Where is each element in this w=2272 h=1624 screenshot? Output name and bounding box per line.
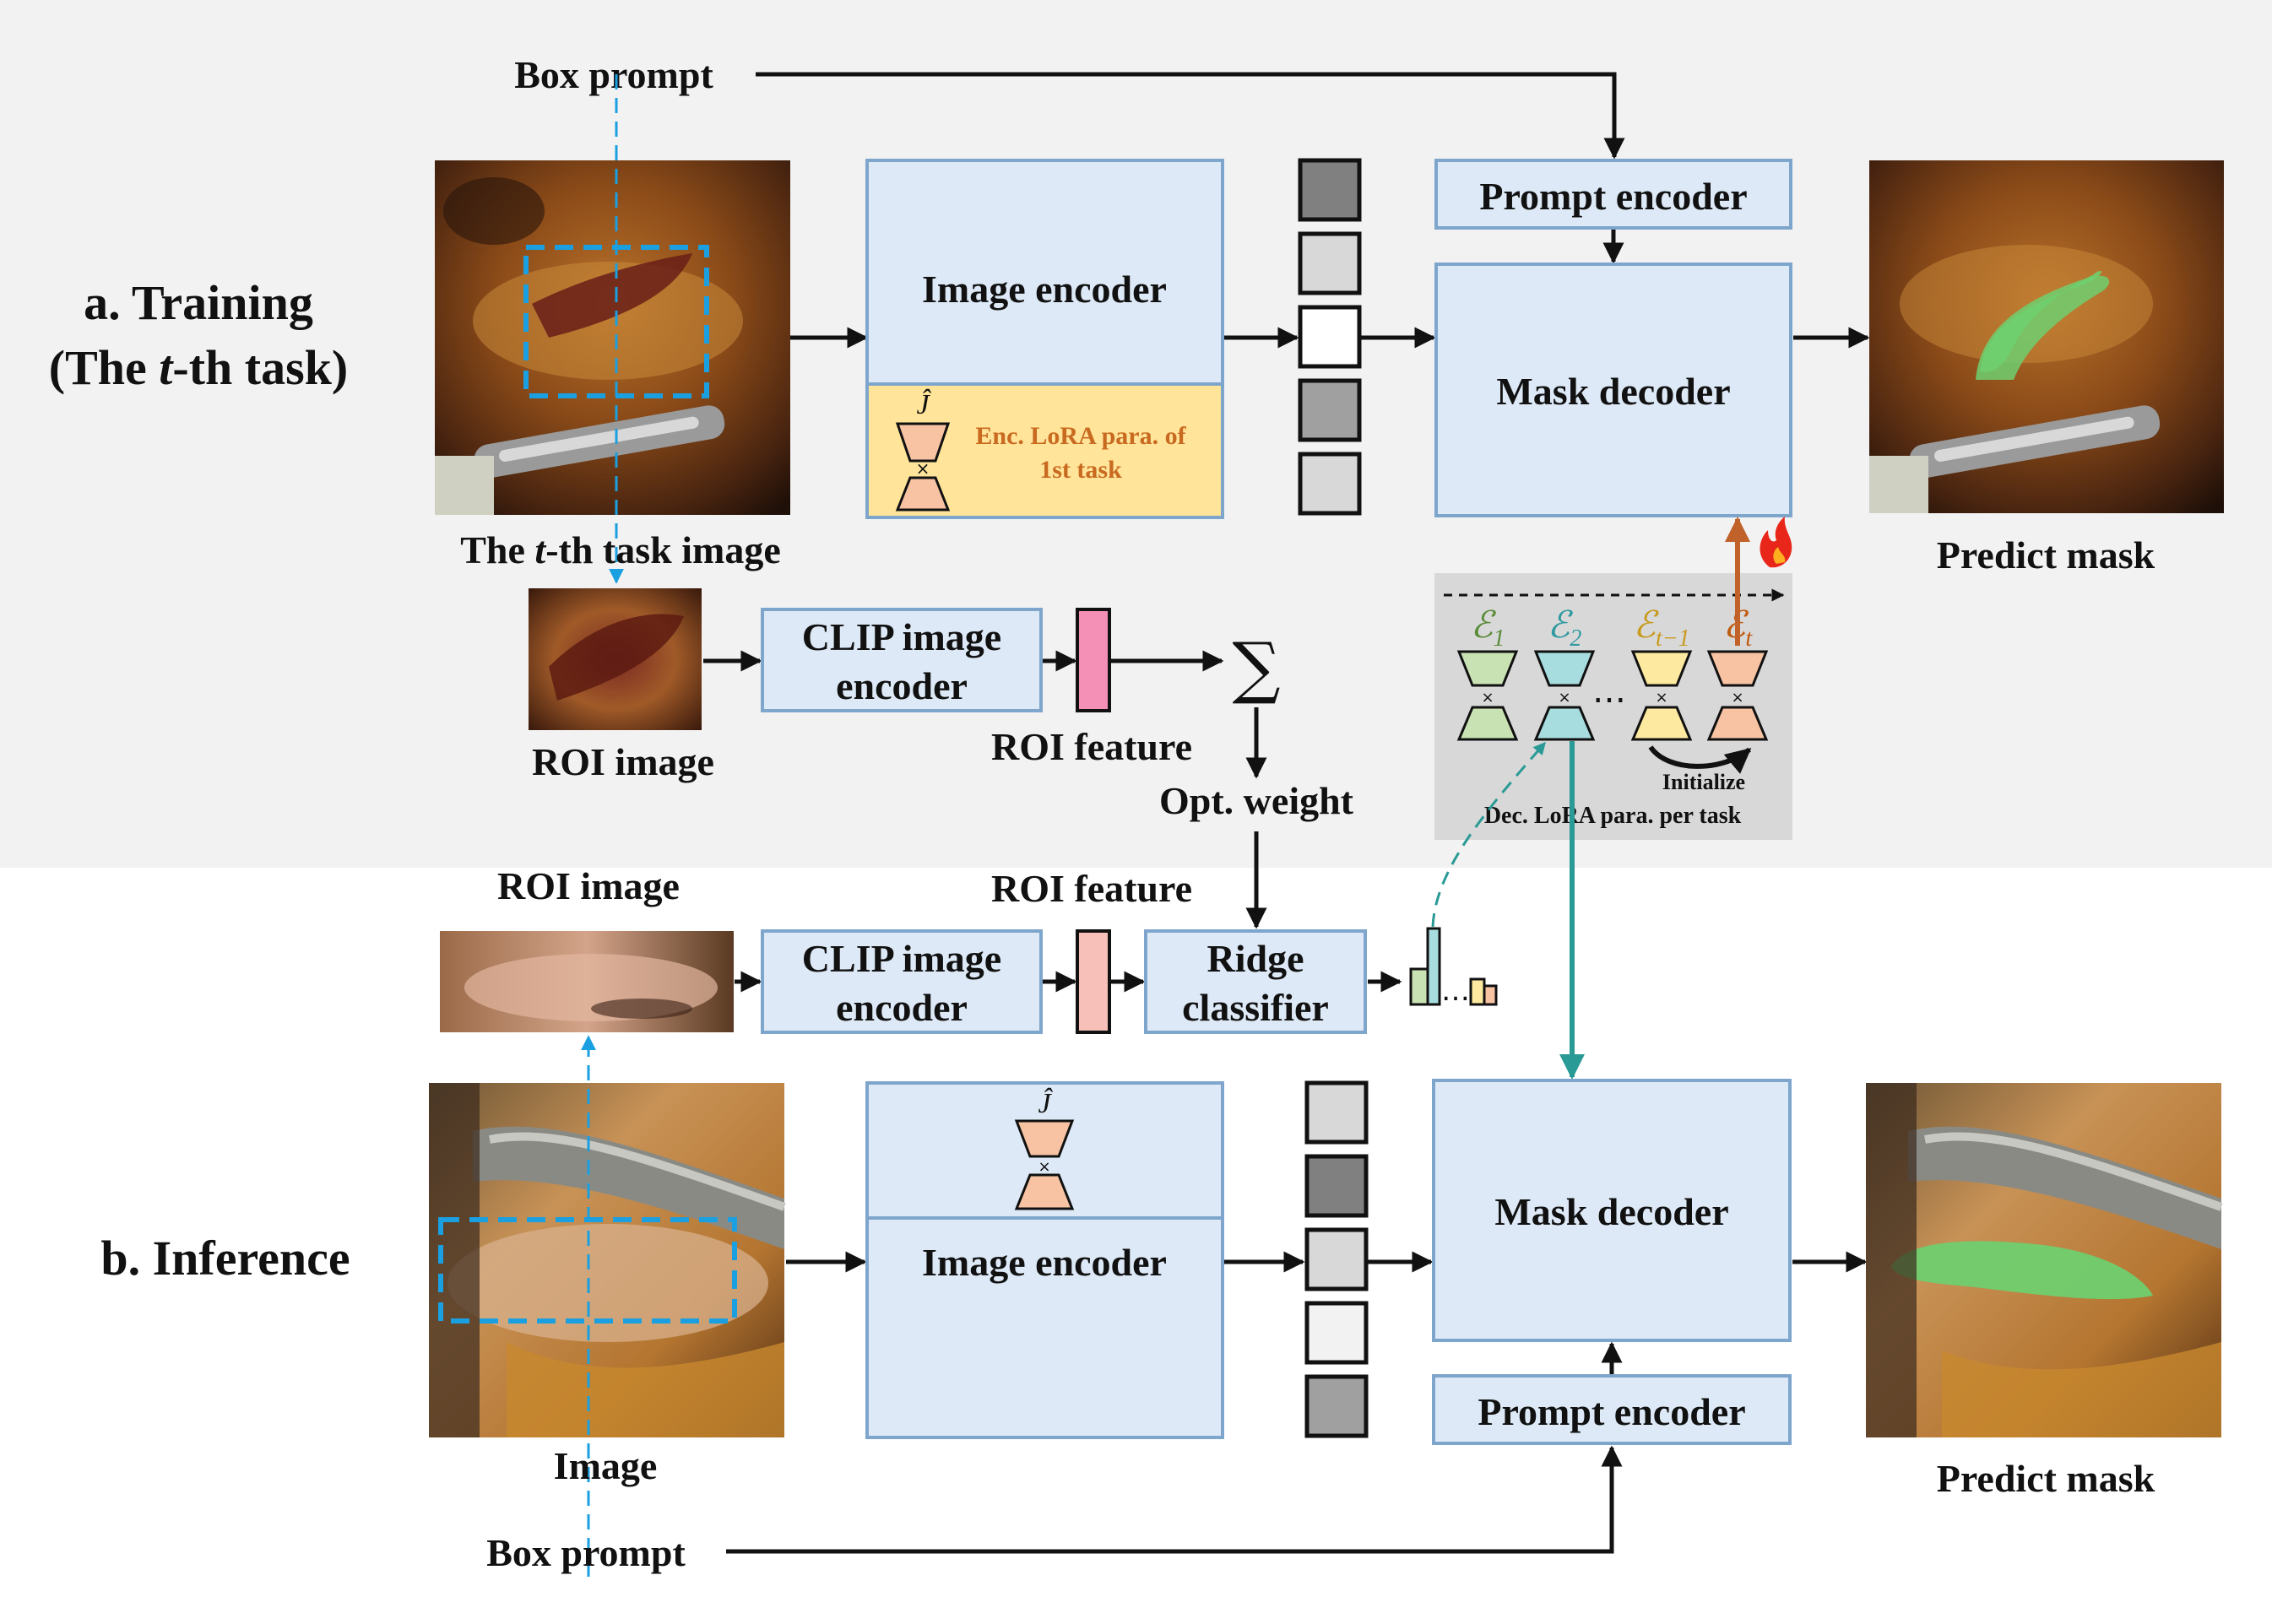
- inference-predict-mask-image: [1866, 1083, 2223, 1437]
- dec-lora-panel-label: Dec. LoRA para. per task: [1484, 803, 1742, 829]
- eps-t-minus-1-label: ℰt−1: [1633, 604, 1689, 652]
- training-task-image-label: The t-th task image: [460, 528, 781, 571]
- training-clip-label-line1: CLIP image: [802, 615, 1001, 658]
- training-predict-mask-image: [1869, 160, 2224, 513]
- inference-prompt-encoder-label: Prompt encoder: [1478, 1390, 1745, 1433]
- inference-roi-image-label: ROI image: [497, 864, 680, 907]
- training-title-line2: (The t-th task): [49, 340, 348, 395]
- training-image-encoder-label: Image encoder: [922, 268, 1167, 311]
- weight-select-dashed-arrow: [1431, 741, 1547, 928]
- inference-box-prompt-arrow: [726, 1445, 1623, 1554]
- training-roi-feature-label: ROI feature: [991, 725, 1192, 768]
- dec-lora-task-t-minus-1-icon: ×: [1630, 650, 1693, 741]
- ridge-label-line2: classifier: [1182, 986, 1329, 1029]
- ridge-classifier: [1144, 929, 1367, 1034]
- svg-text:×: ×: [1731, 689, 1743, 706]
- training-box-prompt-label: Box prompt: [514, 53, 713, 96]
- enc-lora-label-line1: Enc. LoRA para. of: [975, 422, 1186, 450]
- initialize-label: Initialize: [1662, 770, 1745, 794]
- training-embedding-tokens: [1298, 158, 1362, 516]
- inference-input-image: [429, 1083, 786, 1437]
- training-prompt-encoder-label: Prompt encoder: [1479, 175, 1747, 218]
- initialize-arrow: [1648, 745, 1752, 774]
- training-task-image: [435, 160, 790, 515]
- training-clip-encoder: [761, 608, 1043, 712]
- inference-embedding-tokens: [1304, 1080, 1369, 1438]
- inference-roi-feature-label: ROI feature: [991, 867, 1192, 910]
- inference-roi-image: [440, 931, 734, 1032]
- dec-lora-task-t-icon: ×: [1706, 650, 1769, 741]
- training-predict-mask-label: Predict mask: [1937, 533, 2155, 577]
- dec-lora-task1-icon: ×: [1456, 650, 1519, 741]
- training-title-line1: a. Training: [84, 275, 313, 330]
- svg-text:×: ×: [1481, 689, 1494, 706]
- inference-mask-decoder-label: Mask decoder: [1494, 1190, 1728, 1233]
- weight-bars-ellipsis: …: [1441, 974, 1470, 1008]
- ridge-label-line1: Ridge: [1207, 937, 1304, 980]
- sum-symbol: ∑: [1232, 628, 1280, 706]
- inference-box-prompt-label: Box prompt: [486, 1531, 686, 1574]
- training-prompt-encoder: [1434, 159, 1792, 230]
- training-roi-feature-bar: [1076, 608, 1111, 712]
- dec-lora-task2-icon: ×: [1533, 650, 1596, 741]
- enc-lora-label-line2: 1st task: [1039, 456, 1122, 484]
- training-roi-image: [529, 588, 702, 730]
- svg-text:×: ×: [1655, 689, 1667, 706]
- training-roi-image-label: ROI image: [532, 740, 714, 783]
- dec-lora-ellipsis: …: [1592, 672, 1626, 711]
- eps2-label: ℰ2: [1548, 604, 1582, 652]
- inference-title: b. Inference: [100, 1231, 350, 1286]
- svg-text:Ĵ: Ĵ: [916, 388, 931, 420]
- inference-clip-label-line2: encoder: [836, 986, 968, 1029]
- inference-prompt-encoder: [1432, 1374, 1792, 1445]
- inference-image-encoder-label: Image encoder: [922, 1241, 1167, 1284]
- svg-text:×: ×: [916, 458, 930, 479]
- training-clip-label-line2: encoder: [836, 664, 968, 707]
- inference-roi-feature-bar: [1076, 929, 1111, 1034]
- trainable-flame-icon: [1760, 517, 1792, 568]
- box-prompt-to-prompt-encoder-arrow: [756, 72, 1625, 160]
- inference-mask-decoder: [1432, 1079, 1792, 1342]
- training-mask-decoder: [1434, 263, 1792, 517]
- task-weight-bars: [1409, 927, 1498, 1006]
- svg-text:Ĵ: Ĵ: [1038, 1087, 1053, 1119]
- inference-enc-lora-icon: Ĵ ×: [1014, 1087, 1075, 1210]
- svg-text:×: ×: [1038, 1158, 1050, 1176]
- inference-clip-encoder: [761, 929, 1043, 1034]
- svg-text:×: ×: [1558, 689, 1570, 706]
- inference-predict-mask-label: Predict mask: [1937, 1457, 2155, 1500]
- eps1-label: ℰ1: [1471, 604, 1505, 652]
- training-enc-lora-icon: Ĵ ×: [895, 388, 951, 512]
- training-mask-decoder-label: Mask decoder: [1496, 370, 1730, 413]
- opt-weight-label: Opt. weight: [1159, 779, 1354, 822]
- inference-clip-label-line1: CLIP image: [802, 937, 1001, 980]
- inference-image-label: Image: [554, 1444, 658, 1487]
